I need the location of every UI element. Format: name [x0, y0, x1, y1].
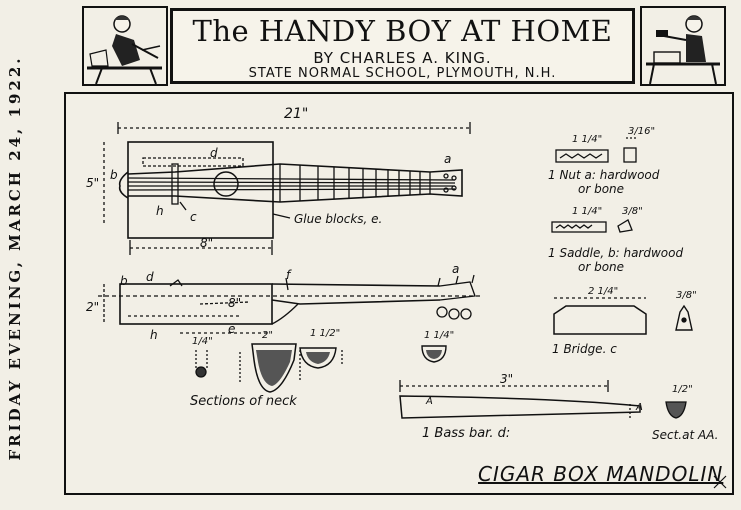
label-c-top: c	[190, 210, 197, 224]
dim-width: 5"	[86, 176, 100, 190]
label-sections: Sections of neck	[190, 394, 297, 409]
dim-saddle-len: 1 1/4"	[572, 206, 603, 217]
label-saddle: 1 Saddle, b: hardwood	[548, 246, 684, 260]
page-title: The HANDY BOY AT HOME	[192, 14, 613, 48]
boy-hammering-illustration	[640, 6, 726, 86]
drawing-caption: CIGAR BOX MANDOLIN	[478, 462, 724, 486]
side-view	[98, 274, 480, 334]
label-aa-left: A	[426, 396, 433, 407]
dim-sec-small: 1/4"	[192, 336, 213, 347]
label-aa-right: A	[636, 402, 643, 413]
dim-overall: 21"	[284, 106, 309, 122]
label-saddle-2: or bone	[578, 260, 625, 274]
label-h-side: h	[150, 328, 158, 342]
top-view	[103, 122, 471, 255]
label-bridge: 1 Bridge. c	[552, 342, 617, 356]
label-nut: 1 Nut a: hardwood	[548, 168, 660, 182]
cut-off-text-strip	[28, 501, 741, 510]
label-b-side: b	[120, 274, 128, 288]
label-sect-aa: Sect.at AA.	[652, 428, 719, 442]
label-f-side: f	[286, 268, 291, 282]
label-a-top: a	[444, 152, 452, 166]
dim-sec2: 1 1/2"	[310, 328, 341, 339]
dim-sec1: 2"	[262, 330, 273, 341]
dim-saddle-side: 3/8"	[622, 206, 643, 217]
label-nut-2: or bone	[578, 182, 625, 196]
dim-nut-side: 3/16"	[628, 126, 656, 137]
dim-bridge-side: 3/8"	[676, 290, 697, 301]
title-box: The HANDY BOY AT HOME BY CHARLES A. KING…	[170, 8, 635, 84]
drawing-frame	[64, 92, 734, 495]
label-glue-blocks: Glue blocks, e.	[294, 212, 383, 226]
label-a-side: a	[452, 262, 460, 276]
label-e-side: e	[228, 322, 236, 336]
school-line: STATE NORMAL SCHOOL, PLYMOUTH, N.H.	[248, 66, 557, 81]
neck-sections	[195, 343, 447, 393]
label-d-top: d	[210, 146, 218, 160]
label-h-top: h	[156, 204, 164, 218]
parts-detail	[551, 137, 693, 335]
dim-nut-len: 1 1/4"	[572, 134, 603, 145]
bass-bar	[399, 380, 687, 420]
dim-sec3: 1 1/4"	[424, 330, 455, 341]
dim-top-len: 8"	[228, 296, 242, 310]
byline: BY CHARLES A. KING.	[313, 49, 492, 67]
boy-sawing-illustration	[82, 6, 168, 86]
dim-bass-bar-len: 3"	[500, 372, 514, 386]
dim-bridge-len: 2 1/4"	[588, 286, 619, 297]
dim-neck-height: 2"	[86, 300, 100, 314]
dim-sec-aa: 1/2"	[672, 384, 693, 395]
dim-box-length: 8"	[200, 236, 214, 250]
label-d-side: d	[146, 270, 154, 284]
label-b-top: b	[110, 168, 118, 182]
label-bass-bar: 1 Bass bar. d:	[422, 426, 511, 441]
